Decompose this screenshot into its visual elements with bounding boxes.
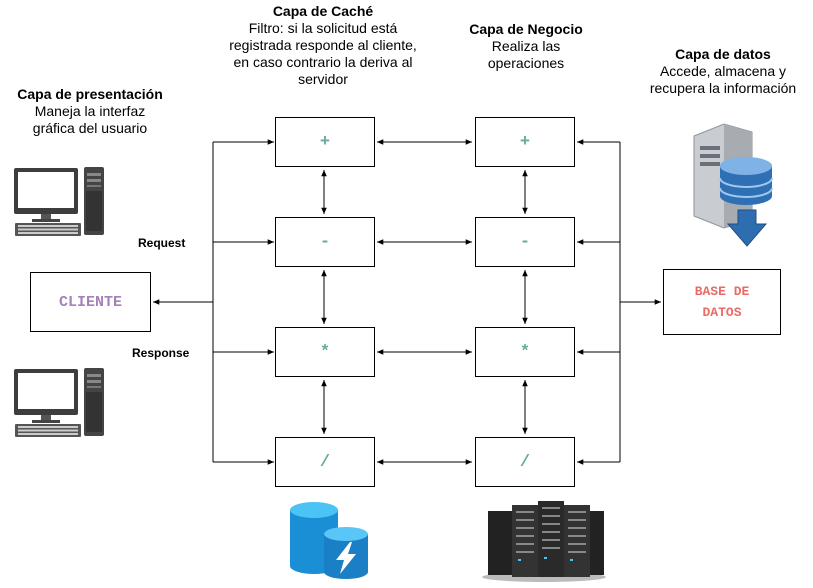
database-server-icon: [693, 123, 773, 247]
header-cache-desc: Filtro: si la solicitud está registrada …: [229, 20, 417, 87]
header-business-title: Capa de Negocio: [469, 21, 583, 37]
client-box: CLIENTE: [30, 272, 151, 332]
header-presentation: Capa de presentación Maneja la interfaz …: [4, 86, 176, 137]
cache-box-subtract: -: [275, 217, 375, 267]
response-label: Response: [132, 346, 190, 360]
business-box-subtract: -: [475, 217, 575, 267]
cache-box-divide: /: [275, 437, 375, 487]
header-cache: Capa de Caché Filtro: si la solicitud es…: [226, 3, 420, 88]
computer-icon: [14, 368, 104, 437]
cache-box-add: +: [275, 117, 375, 167]
cache-box-multiply: *: [275, 327, 375, 377]
header-business: Capa de Negocio Realiza las operaciones: [446, 21, 606, 72]
business-box-divide: /: [475, 437, 575, 487]
header-presentation-desc: Maneja la interfaz gráfica del usuario: [32, 103, 148, 136]
computer-icon: [14, 167, 104, 236]
business-box-multiply: *: [475, 327, 575, 377]
business-box-add: +: [475, 117, 575, 167]
database-box: BASE DE DATOS: [663, 269, 781, 335]
header-cache-title: Capa de Caché: [272, 3, 374, 19]
header-data-title: Capa de datos: [675, 46, 771, 62]
cache-storage-icon: [290, 502, 368, 579]
header-data-desc: Accede, almacena y recupera la informaci…: [649, 63, 797, 96]
server-rack-icon: [482, 501, 606, 582]
header-data: Capa de datos Accede, almacena y recuper…: [635, 46, 811, 97]
header-presentation-title: Capa de presentación: [17, 86, 163, 102]
request-label: Request: [138, 236, 186, 250]
header-business-desc: Realiza las operaciones: [487, 38, 565, 71]
